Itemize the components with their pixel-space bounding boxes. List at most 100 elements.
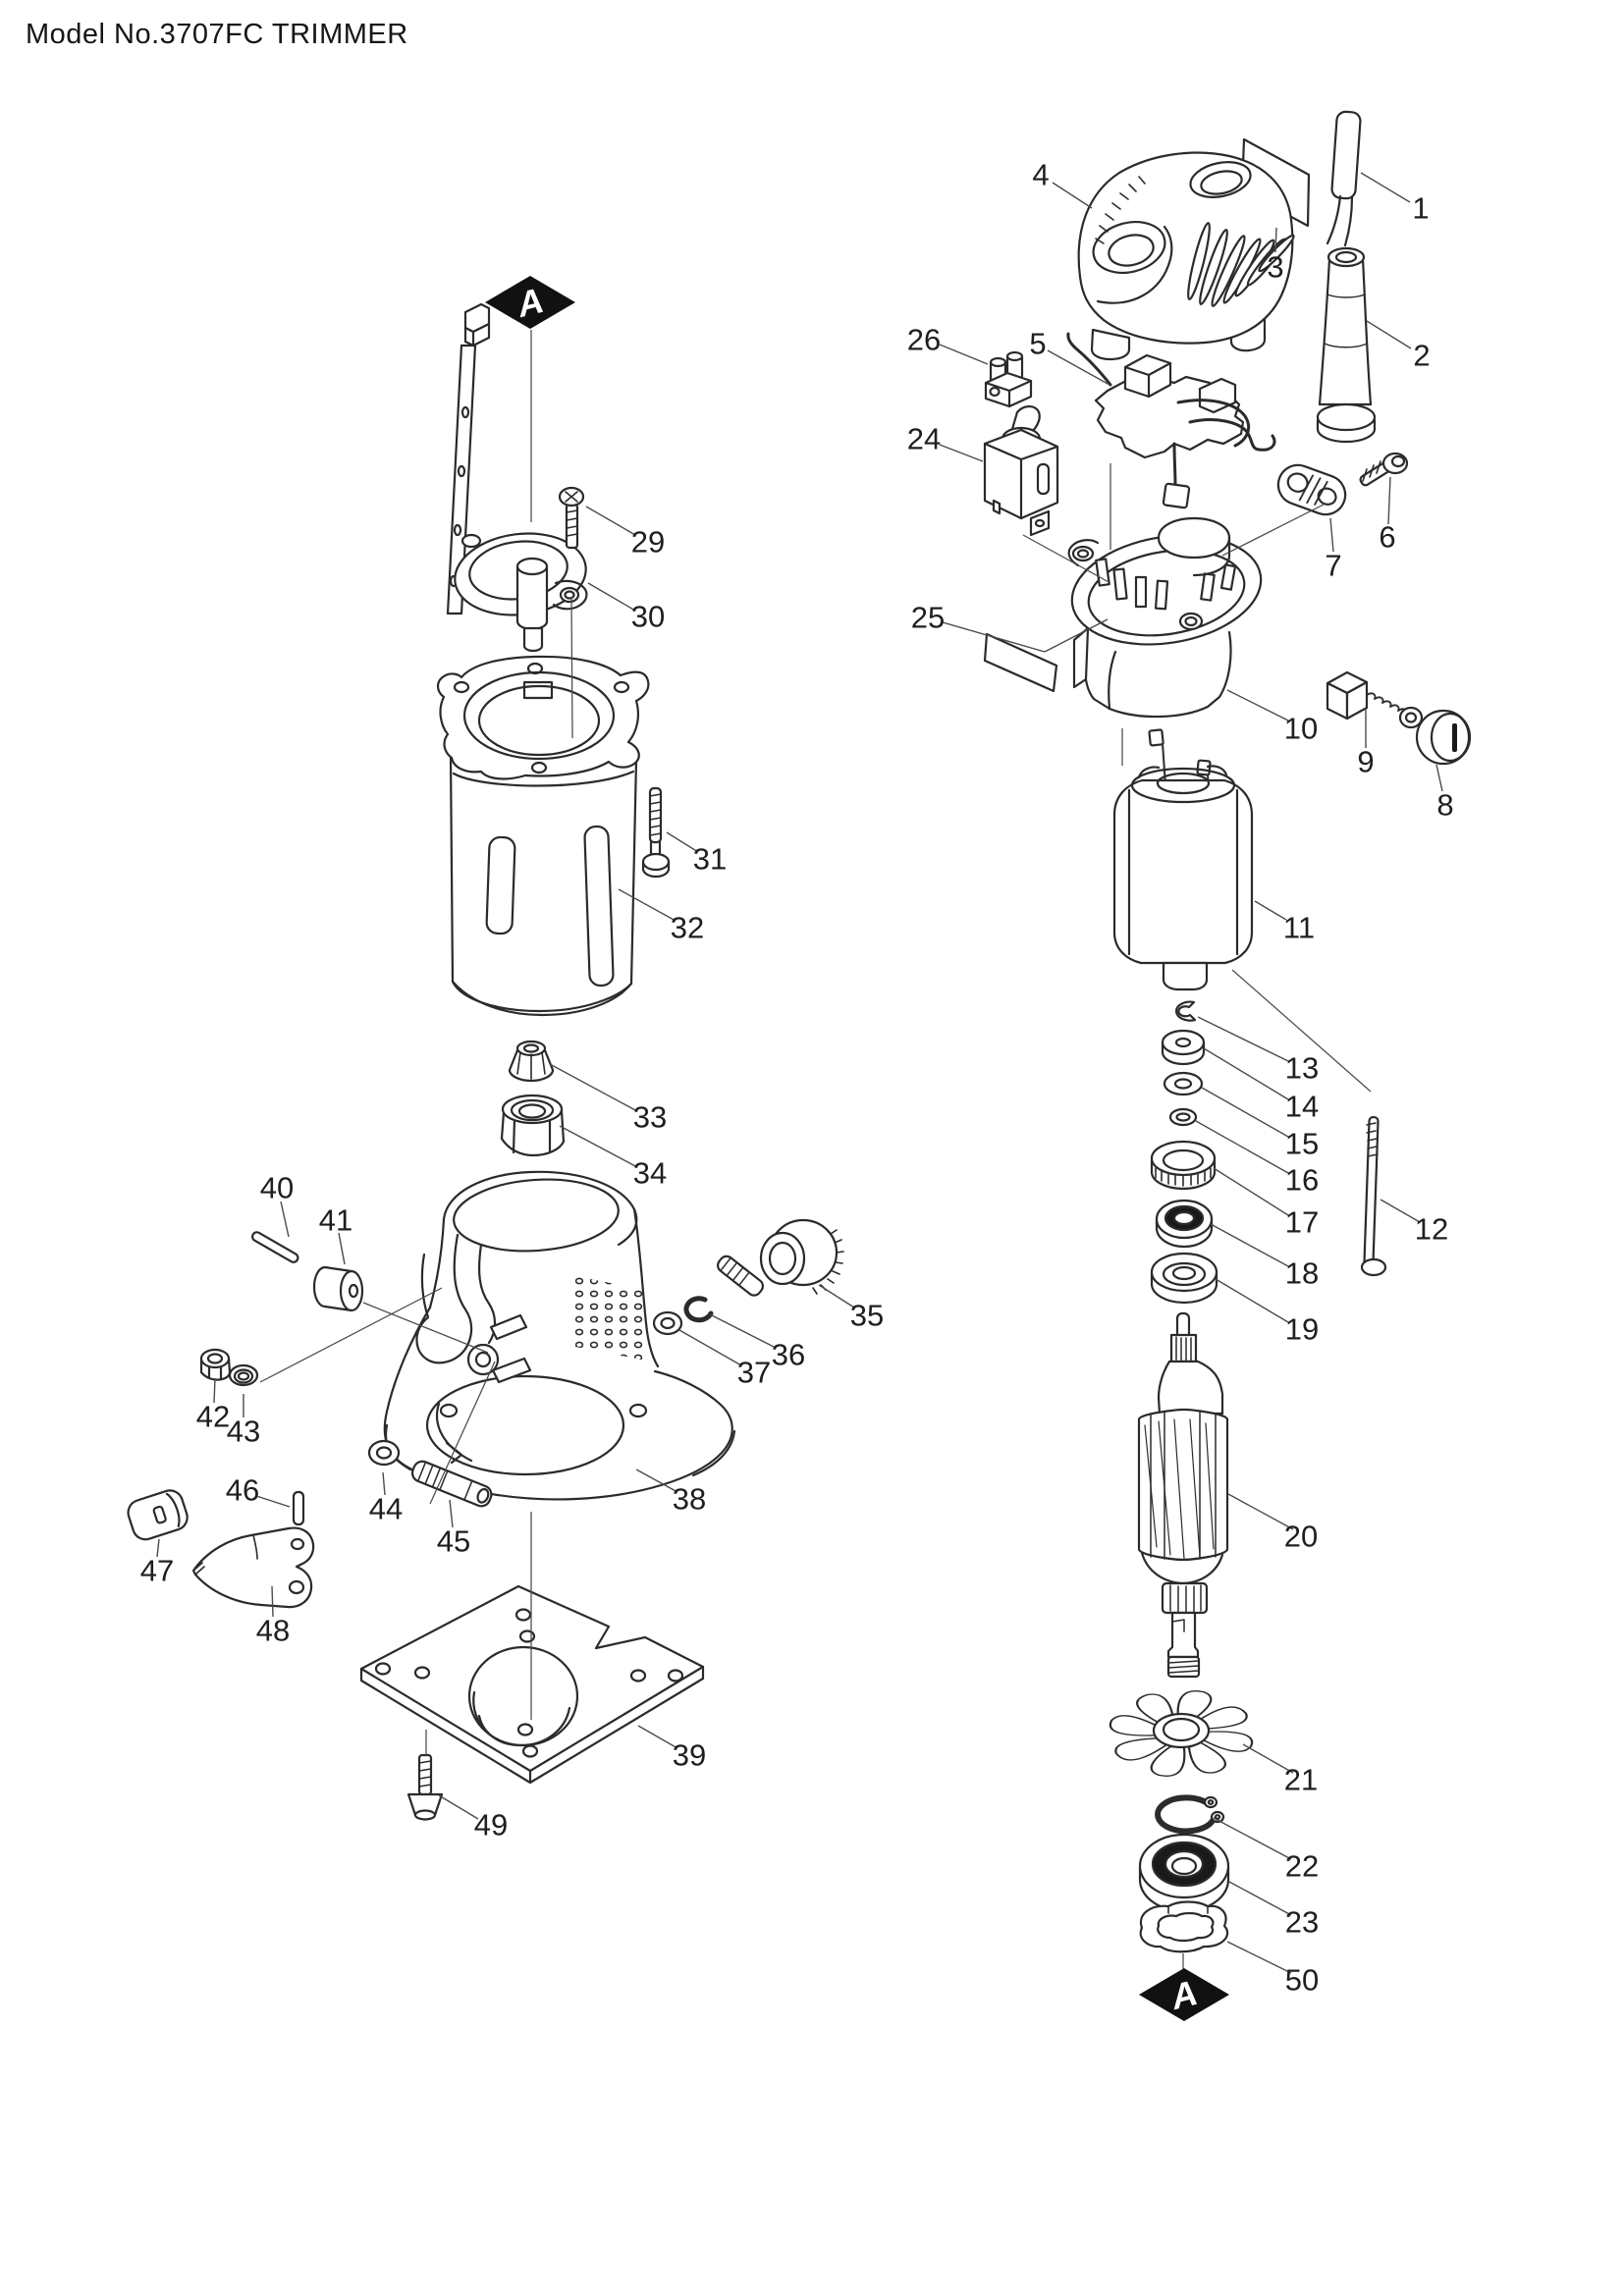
part-1-power-cord [1326,110,1362,247]
leader-line-25 [942,621,1046,653]
leader-line-40 [280,1201,290,1238]
leader-line-47 [156,1538,160,1558]
part-number-label-2: 2 [1413,339,1430,373]
leader-line-14 [1203,1047,1289,1100]
part-16-ring [1168,1107,1198,1127]
part-number-label-33: 33 [633,1100,667,1135]
part-number-label-18: 18 [1285,1256,1319,1291]
leader-line-1 [1360,172,1411,203]
part-7-bearing-retainer [1276,463,1347,516]
part-number-label-34: 34 [633,1156,667,1191]
part-43-washer [228,1363,259,1387]
assembly-line [429,1361,496,1505]
part-number-label-24: 24 [907,422,941,456]
part-41-roller [312,1265,364,1312]
leader-line-11 [1254,900,1287,921]
part-6-screw [1359,452,1409,487]
leader-line-7 [1329,517,1334,553]
part-31-long-screw [641,786,671,879]
part-number-label-45: 45 [437,1524,470,1559]
leader-line-16 [1195,1120,1289,1174]
part-number-label-50: 50 [1285,1963,1319,1998]
part-40-pin [251,1231,299,1263]
leader-line-32 [618,888,677,922]
part-21-fan [1109,1690,1254,1777]
leader-line-46 [255,1495,291,1508]
part-22-snap-ring [1155,1794,1225,1835]
leader-line-18 [1210,1223,1289,1267]
leader-line-50 [1226,1941,1292,1974]
part-number-label-21: 21 [1284,1763,1318,1797]
part-number-label-8: 8 [1436,788,1453,823]
part-47-cap [127,1489,189,1541]
part-number-label-14: 14 [1285,1090,1319,1124]
leader-line-35 [818,1284,855,1308]
part-2-cord-guard [1316,246,1377,444]
leader-line-41 [338,1232,346,1265]
part-number-label-29: 29 [631,525,665,560]
part-35-clamp-knob [717,1218,844,1297]
part-4-motor-housing-cap [1077,151,1295,361]
leader-line-48 [271,1585,274,1618]
warning-diamond-icon [1139,1968,1229,2021]
leader-line-13 [1197,1016,1289,1062]
part-34-collet-nut [500,1094,566,1157]
part-number-label-19: 19 [1285,1312,1319,1347]
leader-line-26 [939,344,989,365]
part-number-label-31: 31 [693,842,727,877]
leader-line-22 [1213,1817,1292,1860]
part-25-nameplate [983,632,1058,693]
part-number-label-46: 46 [226,1473,259,1508]
part-number-label-36: 36 [772,1338,805,1372]
part-number-label-7: 7 [1325,549,1341,583]
leader-line-39 [637,1725,678,1749]
leader-line-24 [939,444,984,462]
assembly-line [1221,504,1325,557]
leader-line-44 [382,1471,386,1496]
assembly-line [570,596,573,739]
leader-line-36 [709,1313,777,1349]
part-number-label-12: 12 [1415,1212,1448,1247]
part-15-flat-washer [1163,1071,1204,1096]
part-number-label-15: 15 [1285,1127,1319,1161]
leader-line-34 [559,1125,638,1168]
leader-line-6 [1387,476,1391,525]
part-11-field-stator [1112,728,1254,991]
leader-line-49 [438,1794,479,1820]
part-number-label-32: 32 [671,911,704,945]
part-number-label-30: 30 [631,600,665,634]
leader-line-37 [678,1329,742,1366]
part-number-label-44: 44 [369,1492,403,1526]
leader-line-3 [1274,227,1277,253]
part-49-flat-head-screw [406,1753,444,1821]
part-number-label-3: 3 [1267,250,1283,285]
part-36-lock-washer [683,1296,714,1323]
part-number-label-6: 6 [1379,520,1395,555]
leader-line-20 [1227,1493,1294,1530]
part-number-label-43: 43 [227,1415,260,1449]
part-number-label-16: 16 [1285,1163,1319,1198]
assembly-line [1231,969,1372,1093]
part-number-label-40: 40 [260,1171,294,1205]
part-5-brush-holder-assembly [1066,332,1276,509]
part-number-label-37: 37 [737,1356,771,1390]
assembly-line [259,1287,443,1383]
leader-line-25 [1044,618,1109,653]
leader-line-42 [213,1377,216,1404]
leader-line-12 [1380,1199,1421,1223]
leader-line-33 [549,1063,638,1112]
part-number-label-48: 48 [256,1614,290,1648]
part-number-label-5: 5 [1029,327,1046,361]
leader-line-5 [1047,349,1110,386]
part-number-label-35: 35 [850,1299,884,1333]
part-50-wave-washer [1139,1900,1229,1953]
part-9-carbon-brush [1326,670,1424,729]
leader-line-2 [1366,320,1412,349]
leader-line-19 [1215,1278,1289,1323]
part-12-long-screw [1360,1115,1387,1277]
part-number-label-17: 17 [1285,1205,1319,1240]
part-number-label-10: 10 [1284,712,1318,746]
leader-line-4 [1052,182,1093,209]
part-23-ball-bearing-lower [1138,1833,1230,1913]
